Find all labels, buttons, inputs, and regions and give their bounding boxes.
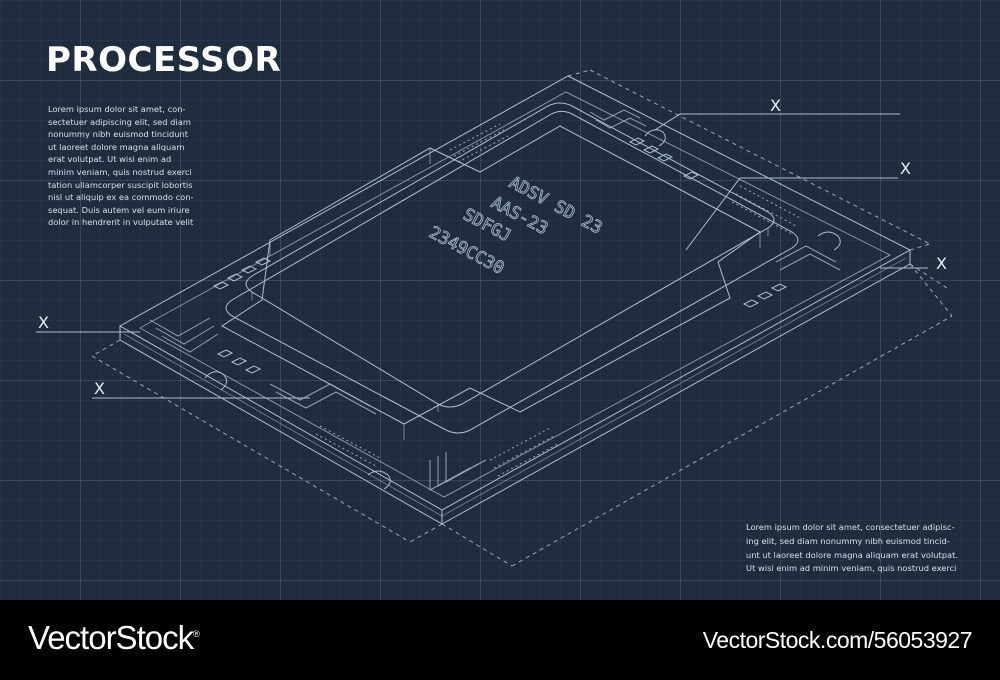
contact-pads-left xyxy=(315,425,381,467)
capacitors-top xyxy=(628,137,700,180)
leader-lines xyxy=(36,113,928,399)
page-title: PROCESSOR xyxy=(46,40,282,80)
marker-x-left-lower: X xyxy=(94,379,105,398)
marker-x-top: X xyxy=(770,96,781,115)
notch-left xyxy=(204,371,227,391)
ihs-base xyxy=(225,110,799,434)
brand-name: VectorStock xyxy=(28,619,194,656)
contact-pads-top xyxy=(449,123,509,163)
notch-right xyxy=(817,231,841,251)
capacitors-left xyxy=(212,257,272,374)
description-top: Lorem ipsum dolor sit amet, con- sectetu… xyxy=(48,104,194,228)
contact-pads-right xyxy=(731,185,801,235)
blueprint-canvas: PROCESSOR Lorem ipsum dolor sit amet, co… xyxy=(0,0,1000,600)
ihs-plate xyxy=(221,125,761,425)
substrate-inner-ring xyxy=(138,91,892,498)
dimension-lines xyxy=(91,69,953,567)
substrate-side-right xyxy=(441,250,911,525)
substrate-top xyxy=(118,75,912,511)
processor-drawing: ADSV SD 23 AAS-23 SDFGJ 2349CC30 xyxy=(36,69,953,567)
marker-x-left-upper: X xyxy=(38,313,49,332)
description-bottom: Lorem ipsum dolor sit amet, consectetuer… xyxy=(746,522,959,574)
capacitors-right xyxy=(742,283,788,308)
marker-x-right-lower: X xyxy=(936,254,947,273)
notch-bottom xyxy=(367,470,391,490)
stock-id: VectorStock.com/56053927 xyxy=(702,627,973,653)
registered-mark: ® xyxy=(193,629,200,639)
circuit-traces xyxy=(149,109,841,491)
brand-logo: VectorStock® xyxy=(28,619,200,657)
notch-top xyxy=(644,129,666,147)
contact-pads-bottom xyxy=(489,427,559,477)
marker-x-right-upper: X xyxy=(900,159,911,178)
watermark-footer xyxy=(0,600,1000,680)
substrate-side-left xyxy=(119,326,443,525)
